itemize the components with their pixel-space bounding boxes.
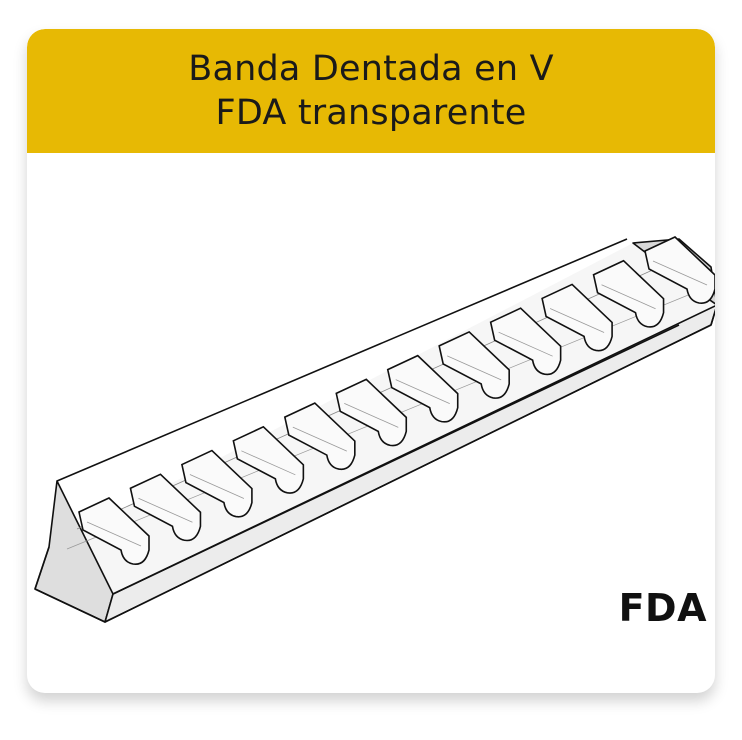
belt-tooth: [232, 425, 305, 494]
product-card: Banda Dentada en V FDA transparente: [27, 29, 715, 693]
belt-tooth: [180, 449, 253, 518]
fda-badge: FDA: [618, 586, 707, 630]
belt-tooth: [129, 473, 202, 542]
belt-tooth-edge: [292, 426, 347, 452]
belt-tooth-edge: [652, 260, 708, 286]
belt-tooth: [283, 402, 356, 471]
belt-tooth: [386, 354, 459, 423]
belt-tooth-edge: [138, 497, 193, 523]
belt-tooth: [78, 497, 150, 566]
belt-tooth: [592, 259, 665, 328]
title-line-2: FDA transparente: [215, 93, 527, 133]
belt-teeth: [78, 236, 715, 566]
belt-tooth-edge: [498, 331, 553, 357]
card-header: Banda Dentada en V FDA transparente: [27, 29, 715, 153]
belt-tooth: [489, 307, 562, 376]
belt-tooth-edge: [241, 450, 296, 476]
belt-tooth-edge: [344, 402, 399, 428]
belt-tooth-edge: [549, 308, 605, 333]
belt-tooth-edge: [86, 521, 142, 547]
belt-tooth: [438, 330, 510, 399]
title-line-1: Banda Dentada en V: [188, 49, 554, 89]
belt-tooth: [541, 283, 613, 352]
belt-tooth-edge: [189, 474, 245, 499]
belt-tooth-edge: [601, 284, 656, 310]
belt-tooth-edge: [447, 355, 502, 381]
v-belt-illustration: [34, 236, 715, 623]
belt-tooth: [335, 378, 408, 447]
belt-tooth-edge: [395, 379, 450, 405]
belt-tooth: [644, 236, 715, 305]
